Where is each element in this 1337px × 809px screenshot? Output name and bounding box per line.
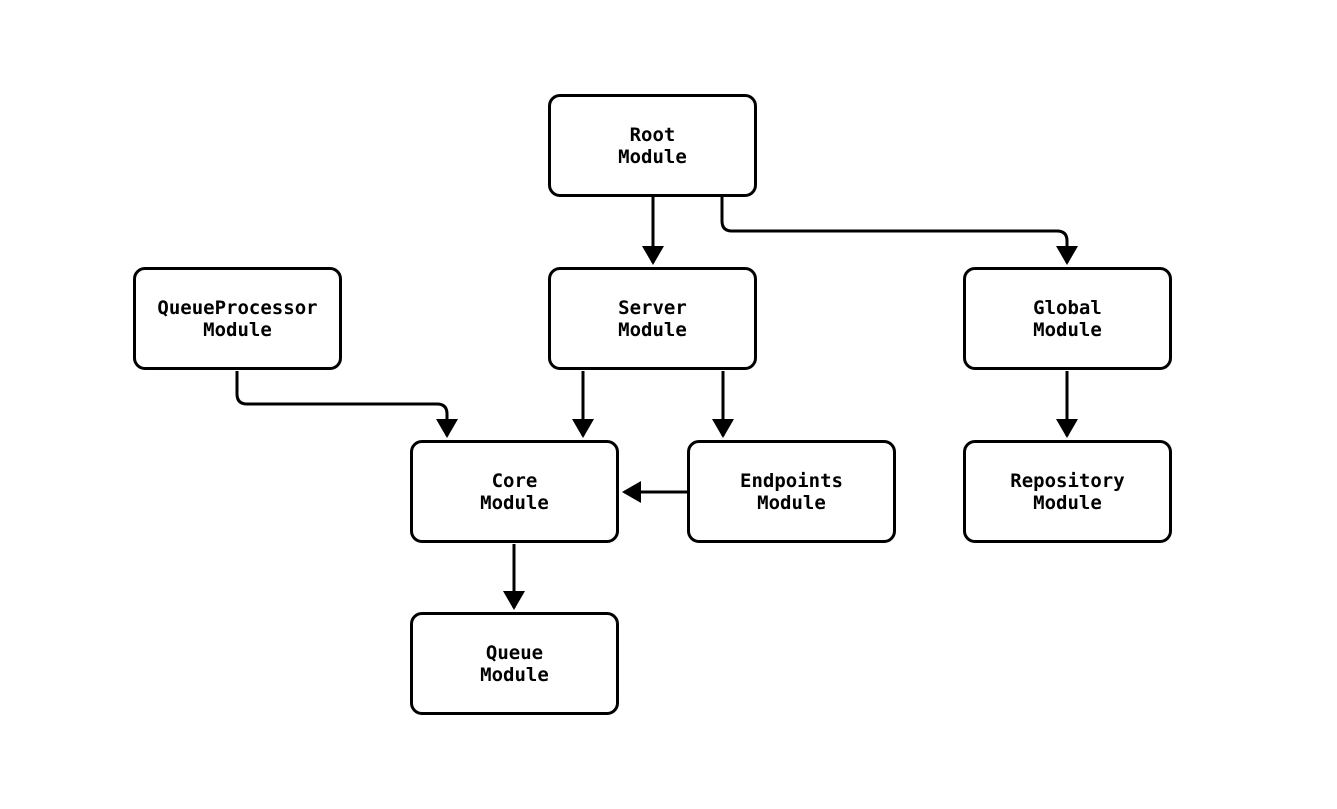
node-label: Module bbox=[203, 318, 272, 341]
node-label: Module bbox=[480, 663, 549, 686]
node-label: Root bbox=[629, 123, 676, 146]
node-global-module: Global Module bbox=[963, 267, 1172, 370]
node-repository-module: Repository Module bbox=[963, 440, 1172, 543]
edge-root-to-global-arrow bbox=[720, 197, 1078, 265]
edge-queueprocessor-to-core-arrow bbox=[235, 371, 458, 438]
node-label: Module bbox=[1033, 318, 1102, 341]
node-label: Core bbox=[491, 469, 538, 492]
node-label: Module bbox=[618, 318, 687, 341]
node-label: Queue bbox=[485, 641, 544, 664]
node-label: Module bbox=[618, 145, 687, 168]
node-label: Module bbox=[480, 491, 549, 514]
node-server-module: Server Module bbox=[548, 267, 757, 370]
node-queueprocessor-module: QueueProcessor Module bbox=[133, 267, 342, 370]
node-queue-module: Queue Module bbox=[410, 612, 619, 715]
node-endpoints-module: Endpoints Module bbox=[687, 440, 896, 543]
node-label: QueueProcessor bbox=[157, 296, 318, 319]
node-label: Module bbox=[1033, 491, 1102, 514]
node-label: Server bbox=[618, 296, 687, 319]
node-core-module: Core Module bbox=[410, 440, 619, 543]
node-label: Module bbox=[757, 491, 826, 514]
node-label: Endpoints bbox=[740, 469, 843, 492]
node-label: Repository bbox=[1010, 469, 1125, 492]
node-label: Global bbox=[1033, 296, 1102, 319]
node-root-module: Root Module bbox=[548, 94, 757, 197]
